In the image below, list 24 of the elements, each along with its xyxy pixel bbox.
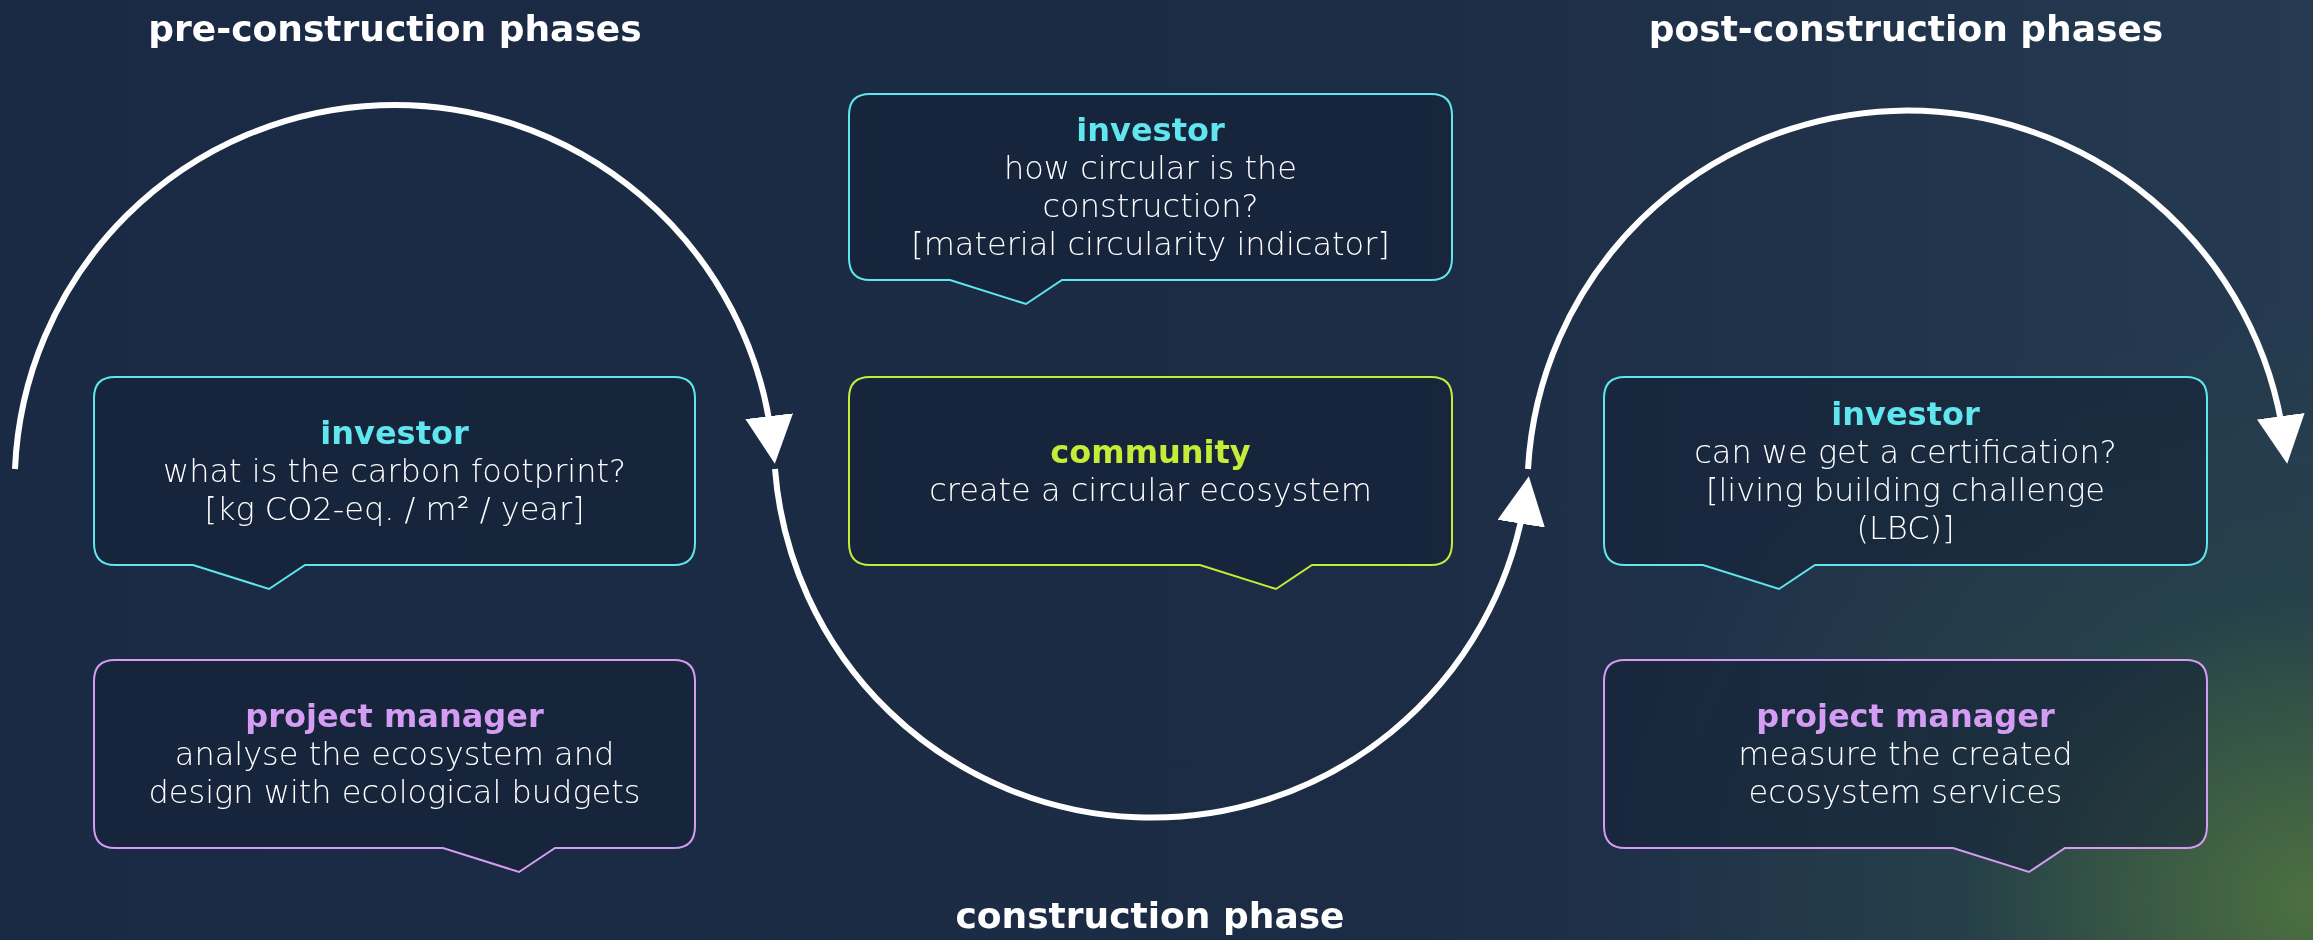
bubble-text: can we get a certification? xyxy=(1694,432,2117,471)
speech-bubble xyxy=(93,659,696,874)
phase-heading: pre-construction phases xyxy=(148,8,642,49)
speech-bubble xyxy=(93,376,696,591)
bubble-text: create a circular ecosystem xyxy=(929,470,1372,509)
bubble-text: [living building challenge (LBC)] xyxy=(1704,470,2107,547)
bubble-text: [material circularity indicator] xyxy=(911,224,1390,263)
bubble-text: analyse the ecosystem and design with ecological budgets xyxy=(147,734,642,811)
role-heading: project manager xyxy=(1756,696,2055,735)
bubble-text: what is the carbon footprint? xyxy=(162,451,626,490)
role-heading: investor xyxy=(320,413,469,452)
bubble-text: measure the created ecosystem services xyxy=(1737,734,2074,811)
phase-heading: post-construction phases xyxy=(1648,8,2164,49)
bubble-text: [kg CO2-eq. / m² / year] xyxy=(204,489,585,528)
phase-heading: construction phase xyxy=(955,895,1345,936)
speech-bubble xyxy=(1603,376,2208,591)
speech-bubble xyxy=(848,93,1453,306)
role-heading: community xyxy=(1050,432,1251,471)
speech-bubble xyxy=(1603,659,2208,874)
bubble-text: how circular is the construction? xyxy=(1002,148,1299,225)
speech-bubble xyxy=(848,376,1453,591)
role-heading: project manager xyxy=(245,696,544,735)
role-heading: investor xyxy=(1831,394,1980,433)
role-heading: investor xyxy=(1076,110,1225,149)
